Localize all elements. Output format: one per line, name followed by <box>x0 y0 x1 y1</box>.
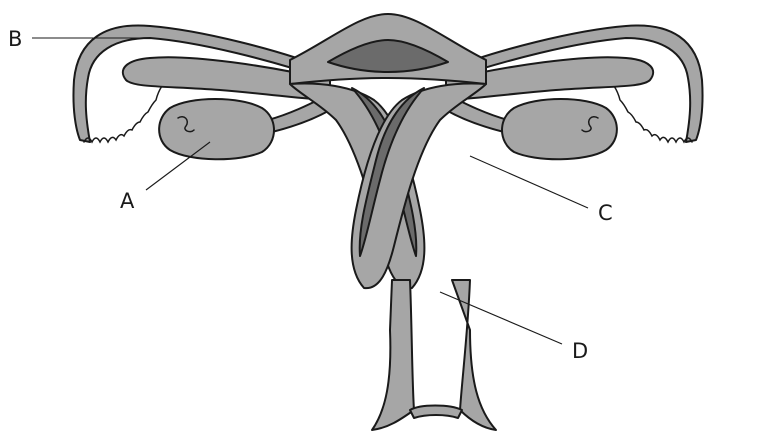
uterus-fundus <box>290 14 486 84</box>
vagina <box>372 280 496 430</box>
label-a-callout: A <box>120 142 210 213</box>
label-c: C <box>598 201 613 225</box>
label-d: D <box>572 339 588 363</box>
label-c-callout: C <box>470 156 613 225</box>
label-a: A <box>120 189 135 213</box>
label-b: B <box>8 27 22 51</box>
right-ovary <box>446 98 617 159</box>
leader-line-c <box>470 156 588 208</box>
left-ovary <box>159 98 330 159</box>
leader-line-d <box>440 292 562 344</box>
